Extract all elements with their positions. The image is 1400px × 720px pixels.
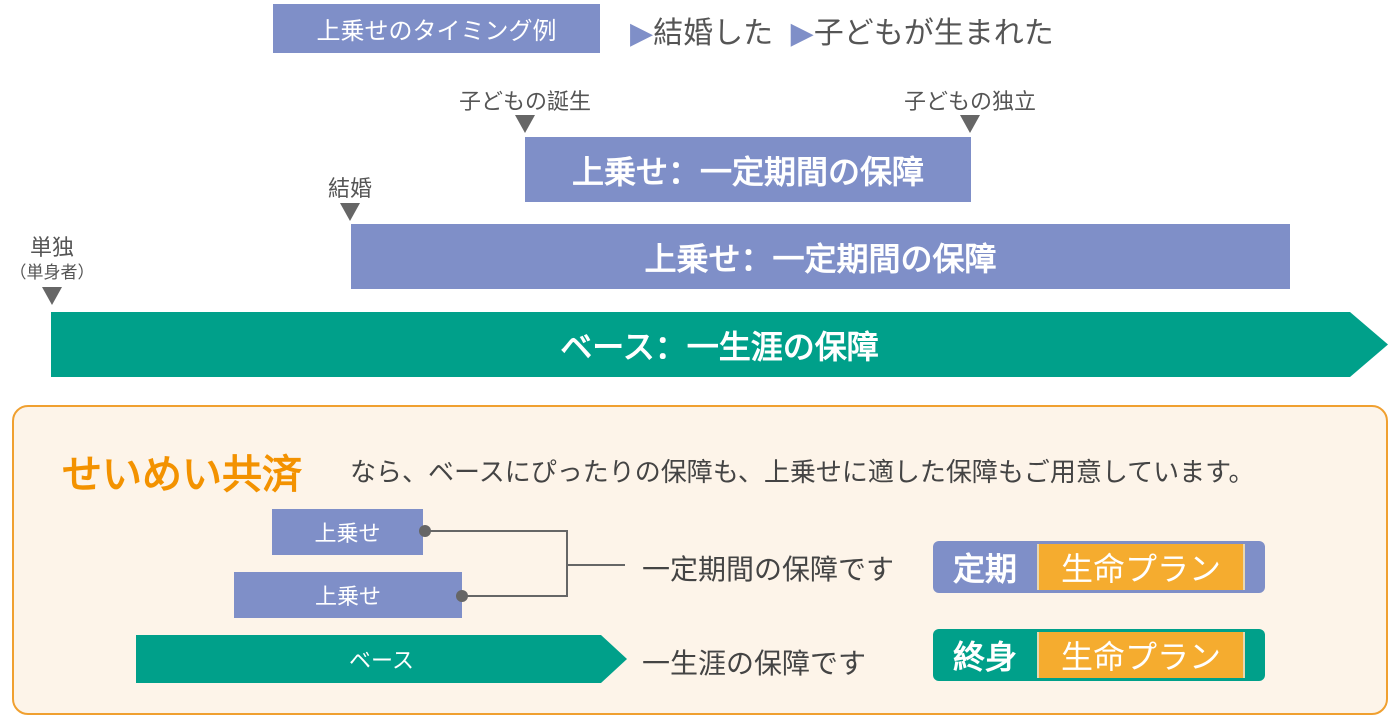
play-icon: ▶	[790, 16, 814, 51]
event-single-note: （単身者）	[9, 263, 95, 283]
example-child-birth: 子どもが生まれた	[813, 16, 1054, 51]
tagline: なら、ベースにぴったりの保障も、上乗せに適した保障もご用意しています。	[350, 458, 1255, 488]
example-marriage: 結婚した	[653, 16, 774, 51]
term-badge-kind: 定期	[952, 550, 1017, 588]
addon-block-2: 上乗せ	[234, 572, 462, 618]
timing-example-label: 上乗せのタイミング例	[273, 4, 600, 53]
term-badge-plan: 生命プラン	[1037, 544, 1245, 590]
event-child-independence: 子どもの独立	[903, 90, 1036, 115]
life-badge-kind: 終身	[952, 638, 1017, 676]
addon-bar-child: 上乗せ：一定期間の保障	[525, 137, 971, 202]
timing-examples: ▶結婚した ▶子どもが生まれた	[630, 8, 1054, 52]
marker-triangle-icon	[515, 115, 535, 133]
marker-triangle-icon	[960, 115, 980, 133]
marker-triangle-icon	[340, 203, 360, 221]
term-coverage-text: 一定期間の保障です	[642, 553, 895, 586]
life-badge-plan: 生命プラン	[1037, 632, 1245, 678]
base-arrow-bar: ベース：一生涯の保障	[51, 312, 1388, 377]
base-arrow-block: ベース	[136, 635, 627, 683]
event-single: 単独	[29, 236, 74, 261]
addon-bar-marriage: 上乗せ：一定期間の保障	[351, 224, 1290, 289]
marker-triangle-icon	[42, 287, 62, 305]
brand-name: せいめい共済	[62, 452, 302, 498]
term-plan-badge: 定期 生命プラン	[933, 541, 1265, 593]
addon-block-1: 上乗せ	[272, 509, 423, 555]
event-child-birth: 子どもの誕生	[458, 90, 591, 115]
life-coverage-text: 一生涯の保障です	[642, 647, 867, 680]
event-marriage: 結婚	[327, 177, 372, 202]
life-plan-badge: 終身 生命プラン	[933, 629, 1265, 681]
play-icon: ▶	[630, 16, 654, 51]
